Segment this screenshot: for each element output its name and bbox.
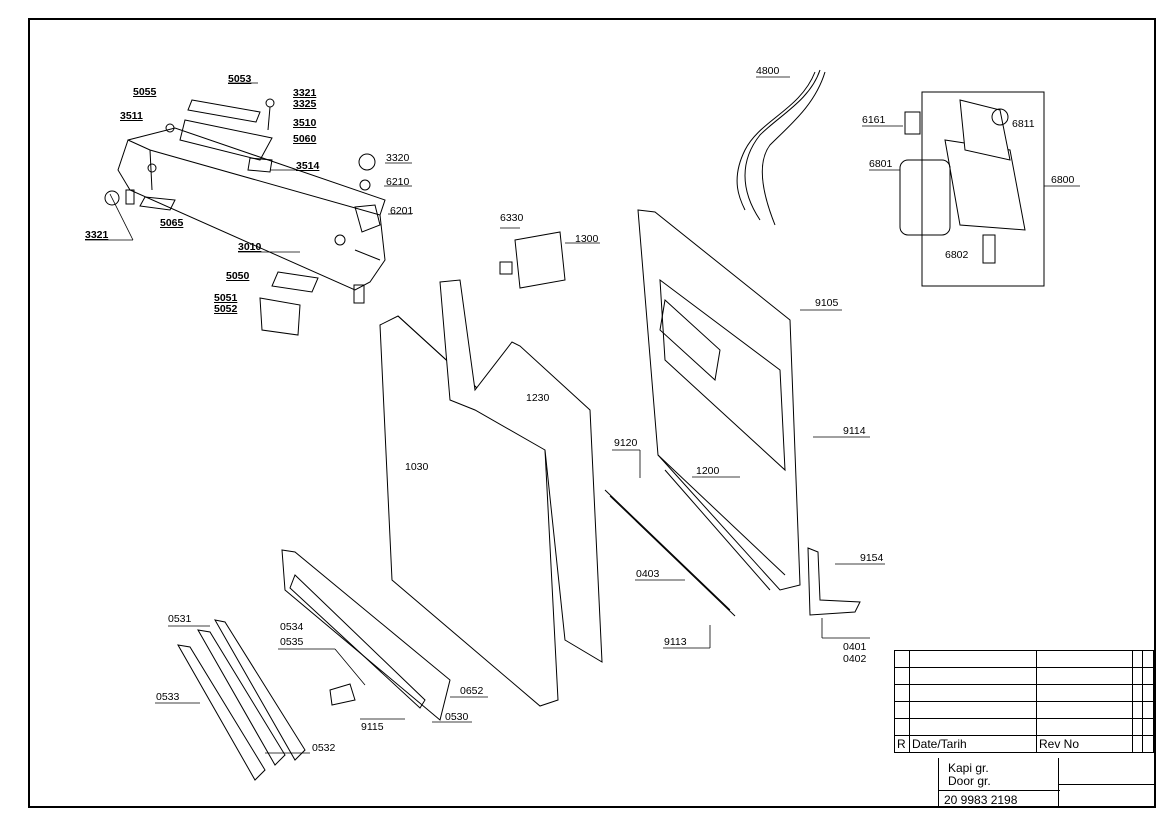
inner-door-1200 — [637, 209, 801, 591]
part-label: 0531 — [168, 613, 192, 625]
part-label: 6161 — [862, 114, 886, 126]
part-label: 3321 — [293, 87, 317, 99]
title-block: R Date/Tarih Rev No Kapi gr. Door gr. 20… — [894, 650, 1154, 808]
part-label: 5060 — [293, 133, 317, 145]
part-label: 4800 — [756, 65, 780, 77]
part-label: 5053 — [228, 73, 252, 85]
part-label: 9113 — [664, 636, 687, 648]
part-label: 0652 — [460, 685, 484, 697]
part-label: 3321 — [85, 229, 109, 241]
rev-marker: R — [894, 735, 910, 753]
part-label: 6801 — [869, 158, 893, 170]
part-label: 6330 — [500, 212, 524, 224]
part-label: 5050 — [226, 270, 250, 282]
part-label: 1200 — [696, 465, 720, 477]
part-label: 5055 — [133, 86, 157, 98]
rev-header: Rev No — [1035, 735, 1133, 753]
revision-table: R Date/Tarih Rev No — [894, 650, 1154, 753]
kickplate-assembly — [177, 549, 451, 781]
group-name-en: Door gr. — [948, 774, 991, 788]
group-name-tr: Kapi gr. — [948, 761, 989, 775]
part-label: 0530 — [445, 711, 469, 723]
leader-lines — [85, 76, 1080, 754]
seals-9120-0403 — [604, 469, 771, 617]
part-label: 0535 — [280, 636, 304, 648]
part-label: 0534 — [280, 621, 304, 633]
hinge-1300 — [499, 231, 566, 289]
part-label: 5065 — [160, 217, 184, 229]
part-label: 0401 — [843, 641, 867, 653]
panel-top-parts — [104, 98, 275, 211]
part-label: 5052 — [214, 303, 238, 315]
drawing-number: 20 9983 2198 — [944, 793, 1018, 807]
part-label: 3010 — [238, 241, 262, 253]
part-label: 9120 — [614, 437, 638, 449]
wire-harness-4800 — [736, 69, 826, 226]
date-header: Date/Tarih — [909, 735, 1037, 753]
part-label: 6800 — [1051, 174, 1075, 186]
part-label: 6802 — [945, 249, 969, 261]
part-label: 9105 — [815, 297, 839, 309]
part-label: 3514 — [296, 160, 320, 172]
part-label: 3510 — [293, 117, 317, 129]
hinge-bracket-0401 — [807, 547, 861, 616]
part-label: 0402 — [843, 653, 867, 665]
part-label: 3511 — [120, 110, 143, 122]
part-label: 6210 — [386, 176, 410, 188]
insulation-1230 — [439, 279, 603, 663]
part-label: 9115 — [361, 721, 384, 733]
part-label: 1300 — [575, 233, 599, 245]
dispenser-small-parts — [354, 153, 381, 233]
part-label: 6811 — [1012, 118, 1035, 130]
part-label: 1030 — [405, 461, 429, 473]
part-label: 6201 — [390, 205, 414, 217]
part-label: 5051 — [214, 292, 238, 304]
part-label: 3325 — [293, 98, 317, 110]
part-label: 3320 — [386, 152, 410, 164]
dispenser-6800 — [899, 91, 1045, 287]
part-label: 0403 — [636, 568, 660, 580]
drawing-frame — [28, 18, 1156, 808]
electronic-modules — [259, 271, 319, 336]
part-label: 0533 — [156, 691, 180, 703]
part-label: 1230 — [526, 392, 550, 404]
control-panel-3010 — [117, 127, 386, 304]
part-label: 9154 — [860, 552, 884, 564]
part-label: 0532 — [312, 742, 336, 754]
part-label: 9114 — [843, 425, 866, 437]
